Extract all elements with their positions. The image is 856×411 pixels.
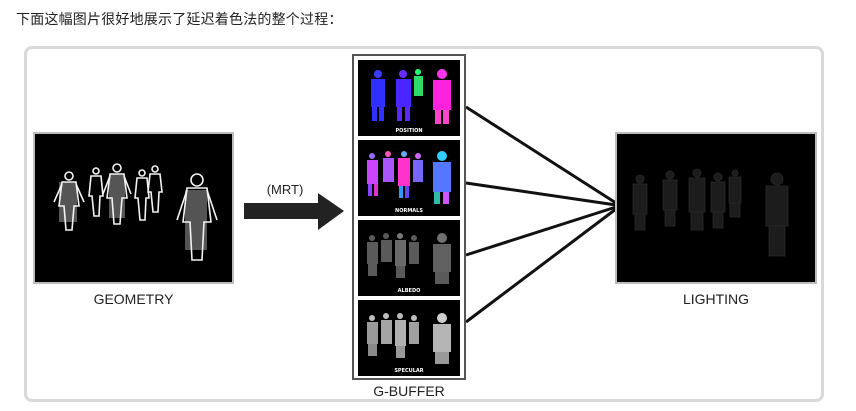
- caption-text: 下面这幅图片很好地展示了延迟着色法的整个过程：: [16, 12, 343, 28]
- connector-specular: [465, 207, 617, 324]
- lighting-image: [615, 132, 817, 284]
- lighting-figures: [632, 168, 789, 257]
- geometry-image: [33, 132, 234, 284]
- albedo-caption: ALBEDO: [397, 288, 421, 294]
- gbuffer-label: G-BUFFER: [373, 383, 445, 399]
- gbuffer-normals: NORMALS: [358, 140, 460, 216]
- albedo-figures: [367, 233, 451, 284]
- geometry-label: GEOMETRY: [93, 291, 174, 307]
- connector-albedo: [465, 205, 617, 257]
- gbuffer-position: POSITION: [358, 60, 460, 136]
- gbuffer-specular: SPECULAR: [358, 300, 460, 376]
- lighting-label: LIGHTING: [682, 291, 750, 307]
- normals-figures: [367, 151, 451, 204]
- position-figures: [371, 69, 451, 124]
- gbuffer-stack: POSITION NORMALS: [352, 54, 466, 380]
- specular-figures: [367, 313, 451, 364]
- gbuffer-connectors: [465, 105, 617, 324]
- mrt-arrow: [244, 193, 344, 230]
- geometry-figures: [53, 163, 218, 261]
- connector-normals: [465, 181, 617, 207]
- connector-position: [465, 105, 617, 205]
- mrt-label: (MRT): [266, 182, 304, 197]
- normals-caption: NORMALS: [395, 208, 423, 214]
- specular-caption: SPECULAR: [394, 368, 424, 374]
- gbuffer-albedo: ALBEDO: [358, 220, 460, 296]
- position-caption: POSITION: [395, 128, 423, 134]
